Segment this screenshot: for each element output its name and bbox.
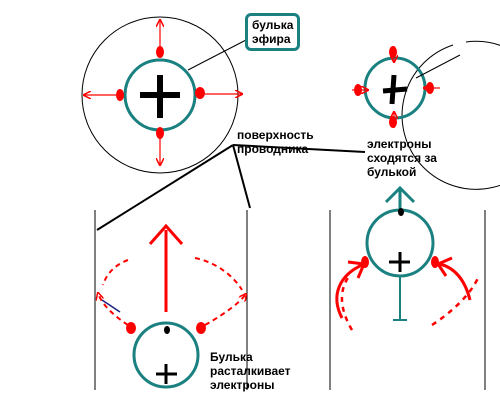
motion-arrowhead-teal [384,185,416,204]
converge-arrows-right [352,46,440,128]
bubble-label-pointer [187,39,247,71]
top-right-view [352,40,500,190]
bubble-dot [164,326,170,334]
converge-arrows-bottom [335,256,472,319]
scatter-arrow-dark [101,299,121,313]
scatter-arrows-left [98,257,246,326]
plus-icon [156,364,177,384]
label-conductor-surface: поверхность проводника [237,128,314,156]
electrons-bottom-left [126,322,206,334]
surface-pointers [96,144,366,231]
motion-arrowhead [148,223,184,245]
top-left-view [81,16,247,174]
plus-icon [140,75,180,118]
label-electrons-converge: электроны сходятся за булькой [367,137,437,179]
label-bubble-pushes: Булька расталкивает электроны [210,350,291,392]
plus-icon [389,252,410,272]
repel-arrows-left [84,20,242,165]
label-ether-bubble: булька эфира [245,13,301,51]
ether-bubble-bottom-left [132,321,200,389]
bubble-label-pointer-right [415,54,461,79]
electrons-left [116,46,205,139]
bottom-left-view [94,210,247,390]
bottom-right-view [329,185,486,390]
bubble-dot [398,208,404,216]
conductor-arc-right [401,40,500,190]
converge-arrows-bottom-dashed [340,274,480,331]
plus-icon [382,74,408,105]
